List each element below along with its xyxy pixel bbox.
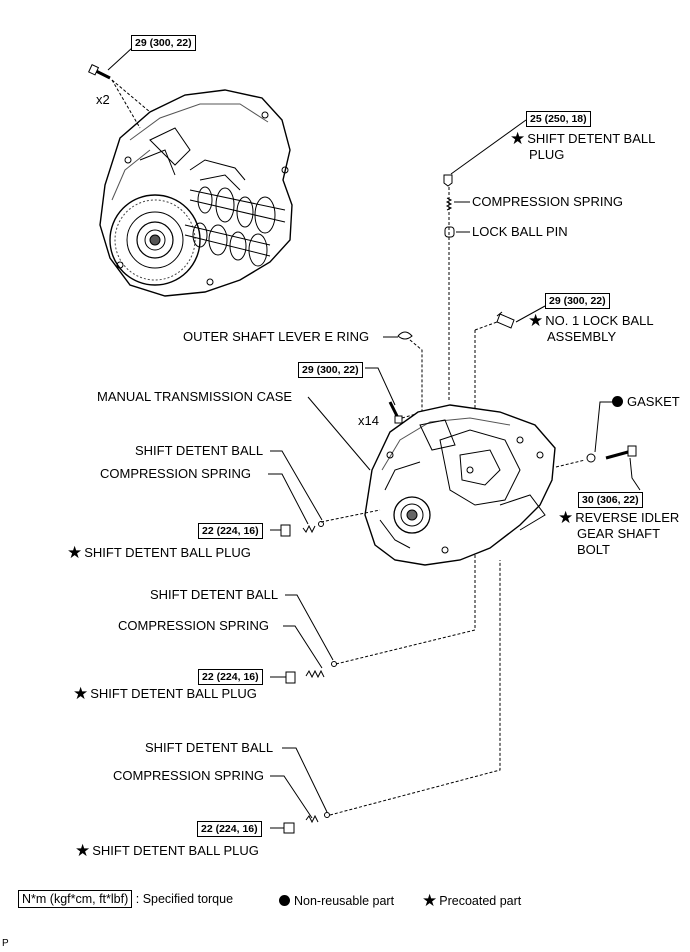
nonreusable-dot-icon bbox=[612, 396, 623, 407]
label-x2: x2 bbox=[96, 92, 110, 107]
label-lock-ball-pin: LOCK BALL PIN bbox=[472, 224, 568, 239]
no1-lock-ball-illustration bbox=[496, 311, 515, 329]
label-spring2: COMPRESSION SPRING bbox=[118, 618, 269, 633]
precoated-star-icon: ★ bbox=[67, 543, 83, 562]
label-detent-plug-top-2: PLUG bbox=[529, 147, 565, 162]
plug3-illustration bbox=[283, 812, 330, 834]
label-no1-lock-ball-2: ASSEMBLY bbox=[547, 329, 617, 344]
label-no1-lock-ball: ★NO. 1 LOCK BALL bbox=[528, 311, 654, 330]
torque-plug1: 22 (224, 16) bbox=[198, 523, 263, 539]
legend-torque: N*m (kgf*cm, ft*lbf) : Specified torque bbox=[18, 890, 234, 908]
legend-torque-text: : Specified torque bbox=[135, 892, 234, 906]
label-manual-case: MANUAL TRANSMISSION CASE bbox=[97, 389, 293, 404]
top-bolt-illustration bbox=[88, 64, 111, 80]
precoated-star-icon: ★ bbox=[510, 129, 526, 148]
precoated-star-icon: ★ bbox=[73, 684, 89, 703]
nonreusable-dot-icon bbox=[279, 895, 290, 906]
torque-idler-bolt: 30 (306, 22) bbox=[578, 492, 643, 508]
label-ball2: SHIFT DETENT BALL bbox=[150, 587, 279, 602]
footer-p: P bbox=[2, 938, 9, 949]
plug2-illustration bbox=[285, 661, 337, 684]
label-ball3: SHIFT DETENT BALL bbox=[145, 740, 274, 755]
precoated-star-icon: ★ bbox=[558, 508, 574, 527]
gear-assembly-illustration bbox=[99, 89, 293, 297]
legend-torque-unit: N*m (kgf*cm, ft*lbf) bbox=[18, 890, 133, 908]
e-ring-illustration bbox=[397, 331, 413, 340]
label-outer-shaft-ring: OUTER SHAFT LEVER E RING bbox=[183, 329, 370, 344]
label-gasket: GASKET bbox=[612, 394, 680, 410]
reverse-idler-bolt-illustration bbox=[605, 445, 637, 460]
precoated-star-icon: ★ bbox=[75, 841, 91, 860]
torque-detent-plug-top: 25 (250, 18) bbox=[526, 111, 591, 127]
legend-precoated: ★Precoated part bbox=[422, 891, 522, 910]
plug1-illustration bbox=[280, 521, 324, 537]
label-x14: x14 bbox=[358, 413, 379, 428]
label-spring1: COMPRESSION SPRING bbox=[100, 466, 251, 481]
torque-plug2: 22 (224, 16) bbox=[198, 669, 263, 685]
label-detent-plug-top: ★SHIFT DETENT BALL bbox=[510, 129, 656, 148]
label-reverse-idler-2: GEAR SHAFT bbox=[577, 526, 661, 541]
transmission-case-illustration bbox=[364, 404, 556, 566]
precoated-star-icon: ★ bbox=[528, 311, 544, 330]
gasket-illustration bbox=[586, 453, 596, 463]
torque-case-bolt: 29 (300, 22) bbox=[298, 362, 363, 378]
label-spring3: COMPRESSION SPRING bbox=[113, 768, 264, 783]
legend-nonreusable: Non-reusable part bbox=[279, 894, 394, 908]
torque-plug3: 22 (224, 16) bbox=[197, 821, 262, 837]
torque-lock-ball: 29 (300, 22) bbox=[545, 293, 610, 309]
detent-plug-top-illustration bbox=[443, 174, 453, 187]
label-plug3: ★SHIFT DETENT BALL PLUG bbox=[75, 841, 259, 860]
label-ball1: SHIFT DETENT BALL bbox=[135, 443, 264, 458]
compression-spring-top-illustration bbox=[445, 197, 453, 211]
label-plug2: ★SHIFT DETENT BALL PLUG bbox=[73, 684, 257, 703]
precoated-star-icon: ★ bbox=[422, 891, 438, 910]
case-bolt-illustration bbox=[388, 401, 403, 424]
label-reverse-idler-3: BOLT bbox=[577, 542, 610, 557]
label-compression-spring-top: COMPRESSION SPRING bbox=[472, 194, 623, 209]
torque-top-bolt: 29 (300, 22) bbox=[131, 35, 196, 51]
label-plug1: ★SHIFT DETENT BALL PLUG bbox=[67, 543, 251, 562]
label-reverse-idler: ★REVERSE IDLER bbox=[558, 508, 680, 527]
